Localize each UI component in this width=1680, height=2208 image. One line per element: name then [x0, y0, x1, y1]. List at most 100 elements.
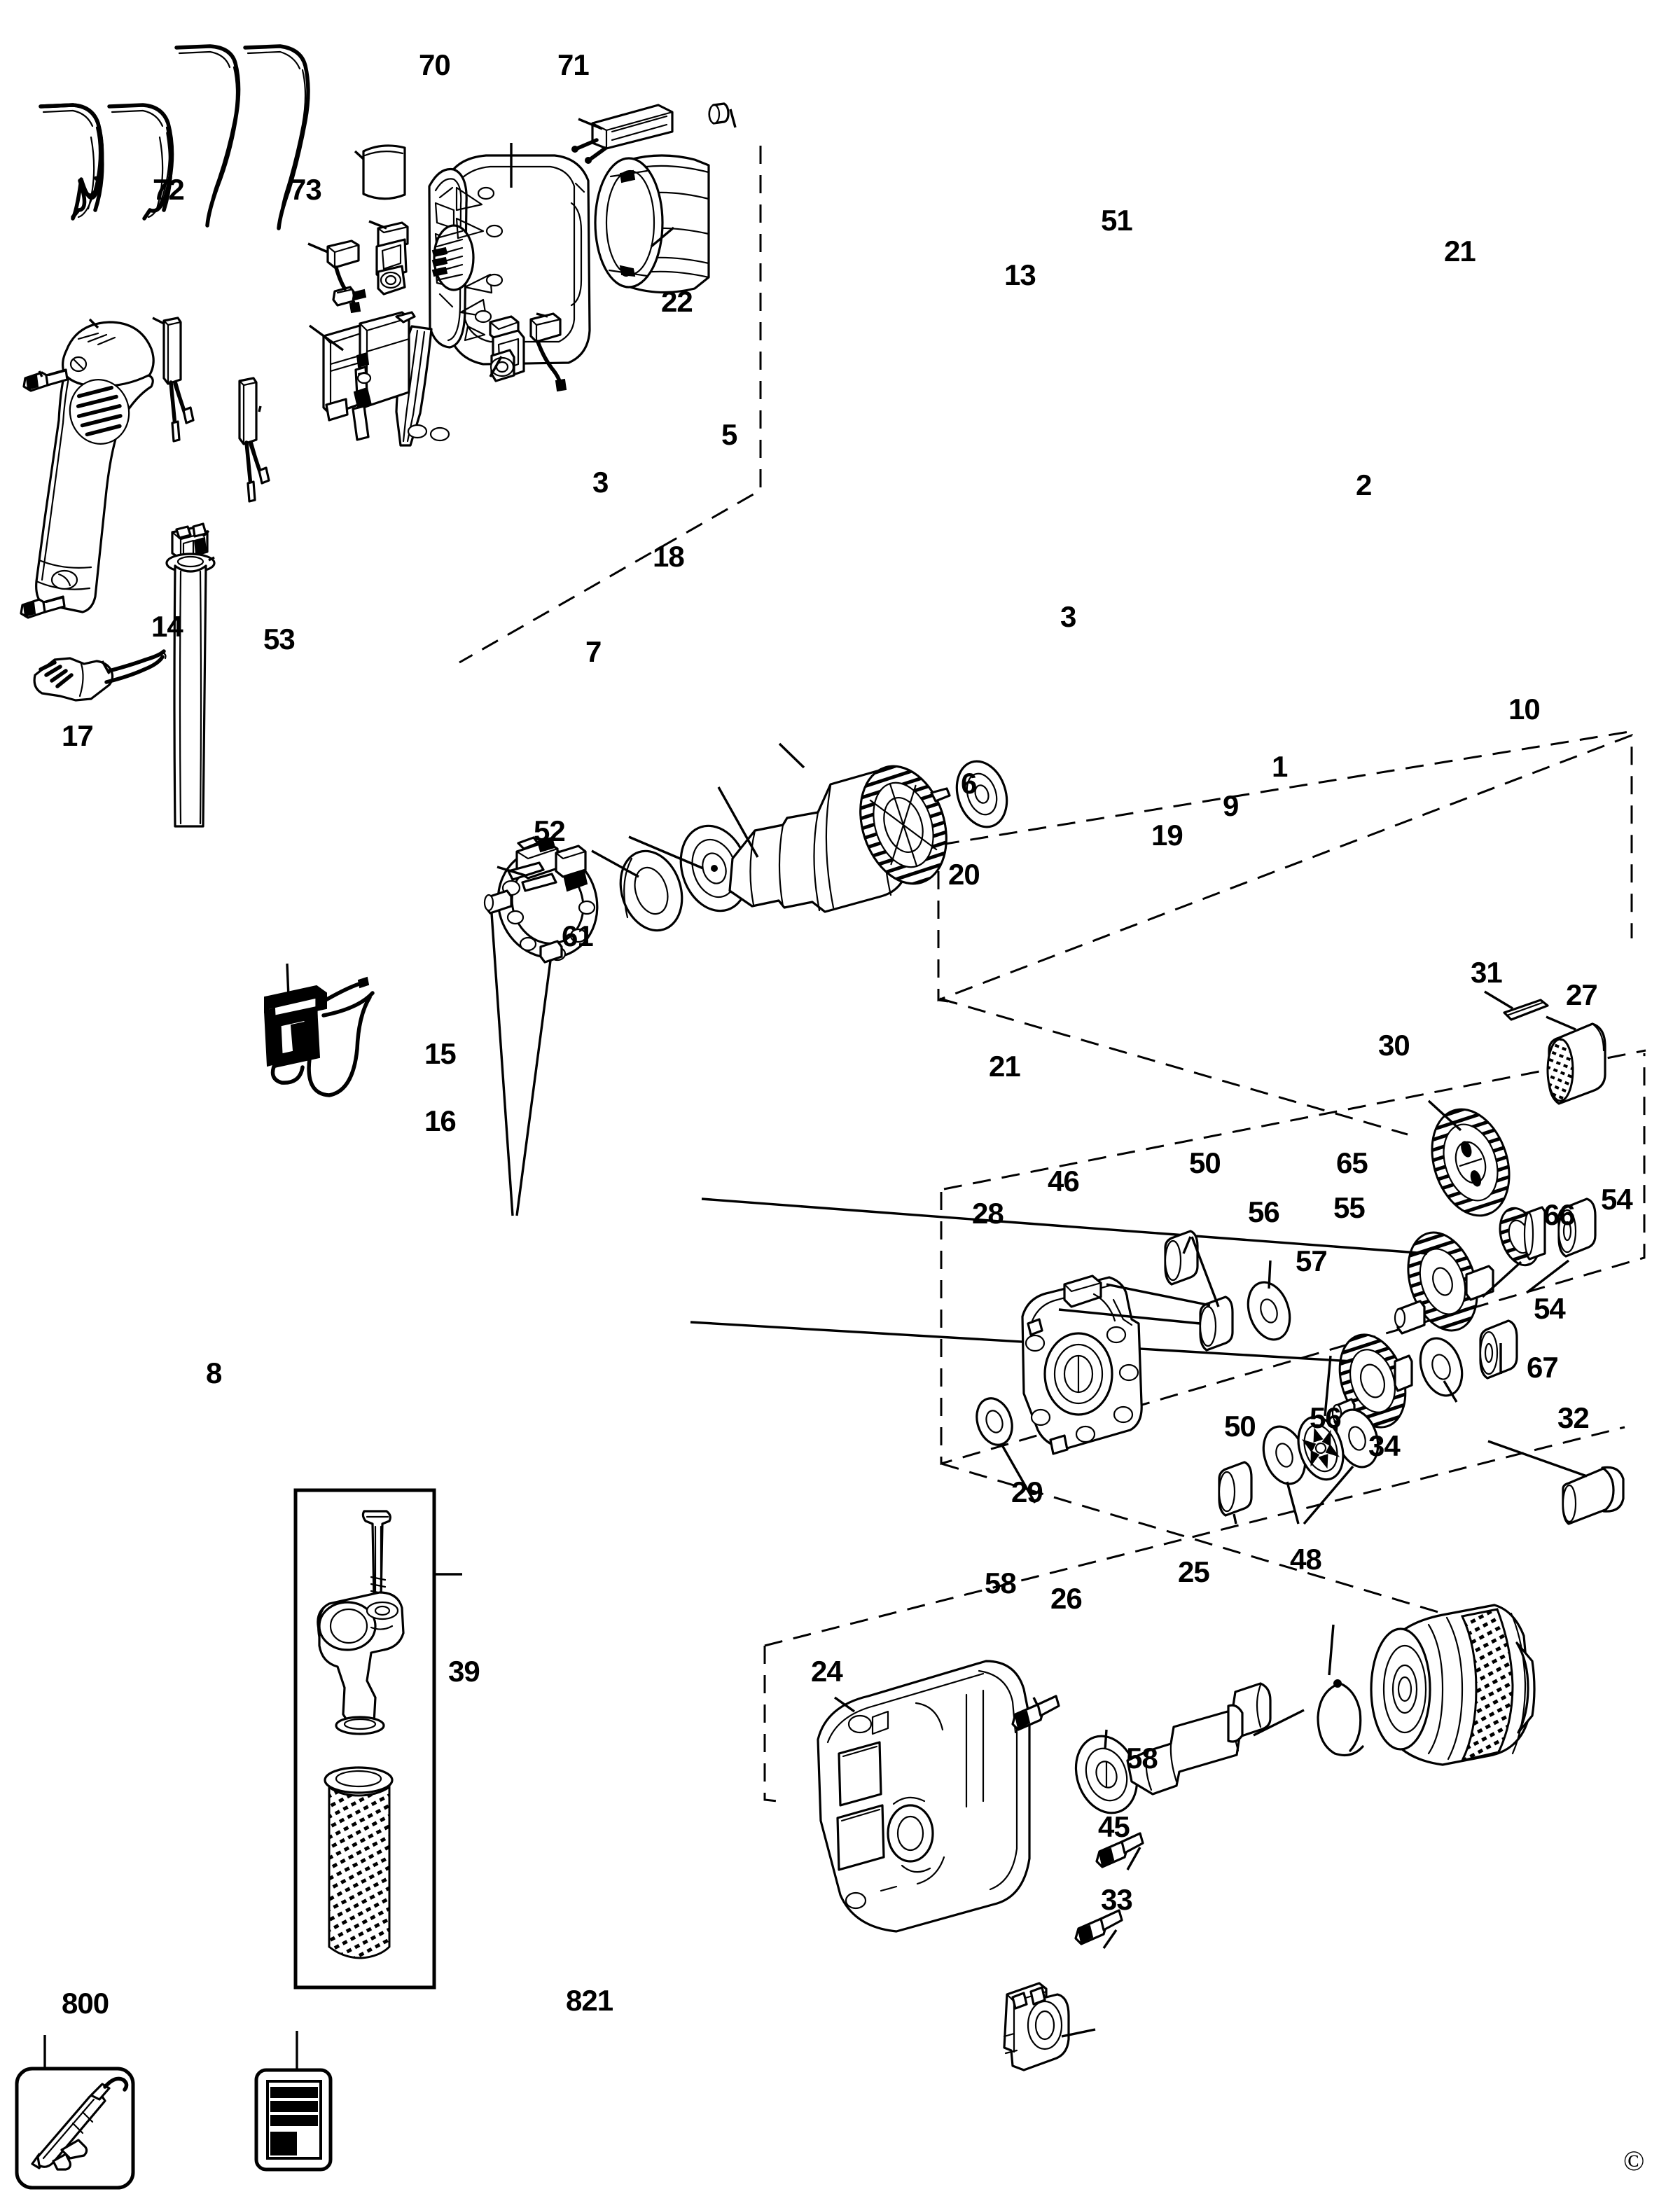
leader-58-b [1126, 1847, 1141, 1870]
group-box-gearbox-c [943, 1049, 1646, 1190]
part-21-bushing-top [708, 102, 730, 125]
leader-55 [690, 1321, 1354, 1363]
callout-71: 71 [557, 48, 590, 81]
callout-56-b: 56 [1310, 1401, 1342, 1434]
part-22-cover [362, 144, 406, 200]
cord-set-72 [39, 103, 104, 221]
callout-58-a: 58 [985, 1567, 1017, 1599]
callout-821: 821 [566, 1984, 613, 2017]
callout-56-a: 56 [1248, 1195, 1280, 1228]
part-15-clamp [171, 522, 209, 560]
group-box-chuck-b [764, 1426, 1625, 1647]
part-61-module [263, 976, 375, 1097]
group-box-armature-3 [940, 730, 1634, 846]
part-18-screw [332, 286, 367, 307]
part-6-brush-holder [489, 315, 525, 382]
callout-5: 5 [721, 418, 737, 451]
part-1-armature [728, 765, 951, 913]
callout-3-left: 3 [592, 466, 609, 499]
callout-29: 29 [1011, 1476, 1043, 1508]
part-66-gear [1499, 1206, 1546, 1267]
part-2-field [594, 154, 710, 294]
part-57-clutch-plate [1297, 1415, 1345, 1481]
leader-45 [1102, 1929, 1118, 1949]
callout-31: 31 [1471, 956, 1503, 989]
leader-54-a [1525, 1259, 1570, 1294]
part-54-bushing-b [1479, 1319, 1518, 1380]
leader-15 [202, 529, 210, 538]
leader-52 [258, 405, 262, 412]
leader-50-a1 [1182, 1236, 1192, 1254]
callout-2: 2 [1356, 468, 1372, 501]
leader-29 [1000, 1443, 1036, 1504]
callout-3-right: 3 [1060, 600, 1076, 633]
callout-18: 18 [653, 540, 685, 573]
leader-10 [778, 742, 805, 769]
cord-tails [87, 131, 173, 212]
part-54-bushing-a [1557, 1197, 1597, 1258]
leader-58-a [1032, 1697, 1039, 1707]
callout-27: 27 [1566, 978, 1598, 1011]
callout-65: 65 [1336, 1146, 1368, 1179]
callout-16: 16 [424, 1104, 457, 1137]
part-48-circlip [1317, 1679, 1364, 1756]
callout-53: 53 [263, 623, 296, 655]
part-9-bearing [679, 824, 749, 912]
leader-6 [489, 356, 503, 377]
part-65-pinion [1394, 1231, 1494, 1335]
leader-33 [1061, 2028, 1096, 2038]
callout-67: 67 [1527, 1351, 1559, 1384]
leader-66 [1481, 1261, 1522, 1298]
leader-21-b [515, 960, 552, 1216]
part-56-washer-b [1335, 1408, 1380, 1468]
leader-46 [1106, 1283, 1211, 1307]
callout-21-top: 21 [1444, 235, 1476, 268]
part-58-screw-b [1095, 1832, 1144, 1868]
cord-set-70 [174, 44, 241, 228]
part-28-gear-case [1021, 1275, 1143, 1455]
part-27-needle-bearing [1546, 1022, 1606, 1105]
leader-53 [152, 317, 165, 325]
part-16-depth-rod [165, 553, 216, 828]
cord-set-71 [243, 44, 310, 230]
callout-30: 30 [1378, 1029, 1410, 1062]
leader-24 [834, 1696, 855, 1713]
part-14-side-handle [35, 321, 155, 613]
part-10-bearing [955, 760, 1008, 828]
part-17-screw-upper [22, 368, 69, 392]
callout-26: 26 [1050, 1582, 1083, 1615]
leader-1 [717, 786, 759, 858]
group-box-armature-1 [937, 733, 1633, 1002]
leader-31 [1484, 990, 1513, 1010]
callout-61: 61 [562, 919, 594, 952]
callout-51: 51 [1101, 204, 1133, 237]
leader-56-c [1303, 1465, 1354, 1525]
group-box-chuck-a [763, 1646, 778, 1803]
screw-lower [20, 595, 66, 619]
part-20-brush-ring [483, 836, 599, 964]
callout-10: 10 [1508, 693, 1541, 725]
part-25-spindle [1126, 1682, 1272, 1796]
part-56-washer-c [1262, 1425, 1307, 1485]
callout-14: 14 [151, 610, 183, 643]
leader-22 [354, 150, 365, 160]
callout-57: 57 [1296, 1244, 1328, 1277]
part-33-selector [1003, 1982, 1070, 2071]
leader-3-left [307, 242, 328, 254]
part-8-cord-plug [33, 649, 167, 702]
callout-54-a: 54 [1601, 1183, 1633, 1216]
callout-1: 1 [1272, 750, 1288, 783]
part-5-brush-holder [375, 221, 409, 296]
leader-65 [701, 1197, 1428, 1255]
callout-20: 20 [948, 858, 980, 891]
part-13-housing [395, 154, 591, 447]
part-32-bolt [1562, 1466, 1625, 1525]
part-24-housing [817, 1660, 1031, 1933]
callout-32: 32 [1557, 1401, 1590, 1434]
part-19-washer [619, 849, 683, 932]
callout-73: 73 [290, 173, 322, 206]
leader-2 [650, 226, 675, 248]
leader-57 [1324, 1355, 1332, 1417]
